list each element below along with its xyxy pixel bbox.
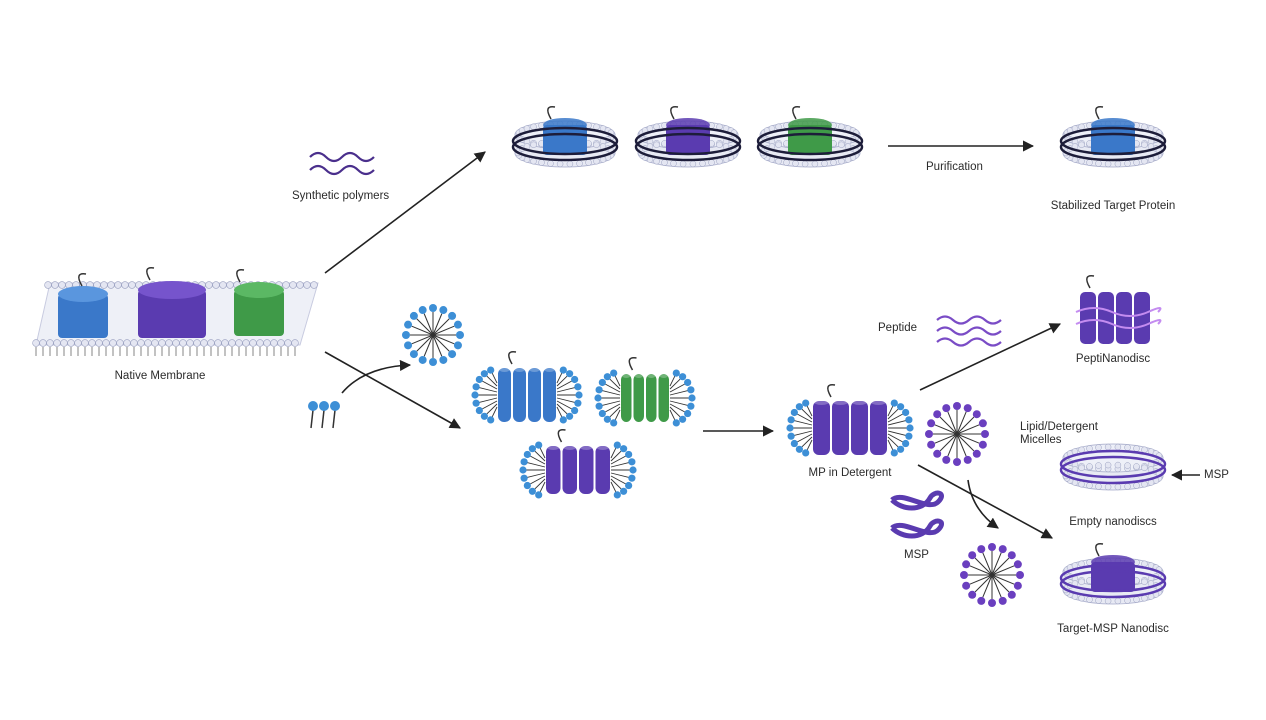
arrow-to-peptinanodisc <box>919 323 1062 391</box>
native-green-protein <box>234 290 284 336</box>
polymer-disc-blue <box>511 106 619 168</box>
label-peptinanodisc: PeptiNanodisc <box>1075 353 1151 365</box>
native-blue-protein <box>58 294 108 338</box>
label-purification: Purification <box>926 161 983 173</box>
lipid-detergent-micelle <box>925 402 989 466</box>
label-synthetic-polymers: Synthetic polymers <box>292 190 390 202</box>
arrow-detergent-to-micelle <box>341 359 412 394</box>
msp-icon <box>890 490 944 539</box>
arrow-to-polymer-discs <box>324 151 486 274</box>
label-mp-in-detergent: MP in Detergent <box>808 467 892 479</box>
stabilized-protein-disc <box>1059 106 1167 168</box>
label-peptide: Peptide <box>878 322 918 334</box>
native-purple-protein <box>138 290 206 338</box>
peptinanodisc-figure <box>1075 275 1162 344</box>
label-empty-nanodiscs: Empty nanodiscs <box>1069 516 1157 528</box>
empty-nanodisc <box>1059 443 1167 491</box>
arrow-to-target-msp <box>917 464 1053 539</box>
synthetic-polymer-icon <box>309 151 375 176</box>
mp-in-detergent-protein <box>786 384 914 457</box>
polymer-disc-green <box>756 106 864 168</box>
polymer-disc-purple <box>634 106 742 168</box>
detergent-micelle <box>402 304 464 366</box>
label-target-msp-nanodisc: Target-MSP Nanodisc <box>1057 623 1169 635</box>
label-msp-left: MSP <box>904 549 929 561</box>
detergent-protein-purple <box>519 429 637 499</box>
detergent-protein-green <box>594 357 696 427</box>
label-native-membrane: Native Membrane <box>114 370 206 382</box>
released-micelle <box>960 543 1024 607</box>
native-membrane <box>32 267 319 356</box>
detergent-protein-blue <box>471 351 583 424</box>
arrow-to-empty-micelle <box>967 479 999 529</box>
label-msp-right: MSP <box>1204 469 1229 481</box>
peptide-icon <box>936 315 1002 347</box>
free-detergent-icon <box>308 401 340 429</box>
target-msp-nanodisc <box>1059 543 1167 605</box>
label-stabilized-target-protein: Stabilized Target Protein <box>1050 200 1176 212</box>
arrow-to-detergent <box>324 351 461 429</box>
label-lipid-detergent-micelles: Lipid/Detergent Micelles <box>1020 421 1098 446</box>
